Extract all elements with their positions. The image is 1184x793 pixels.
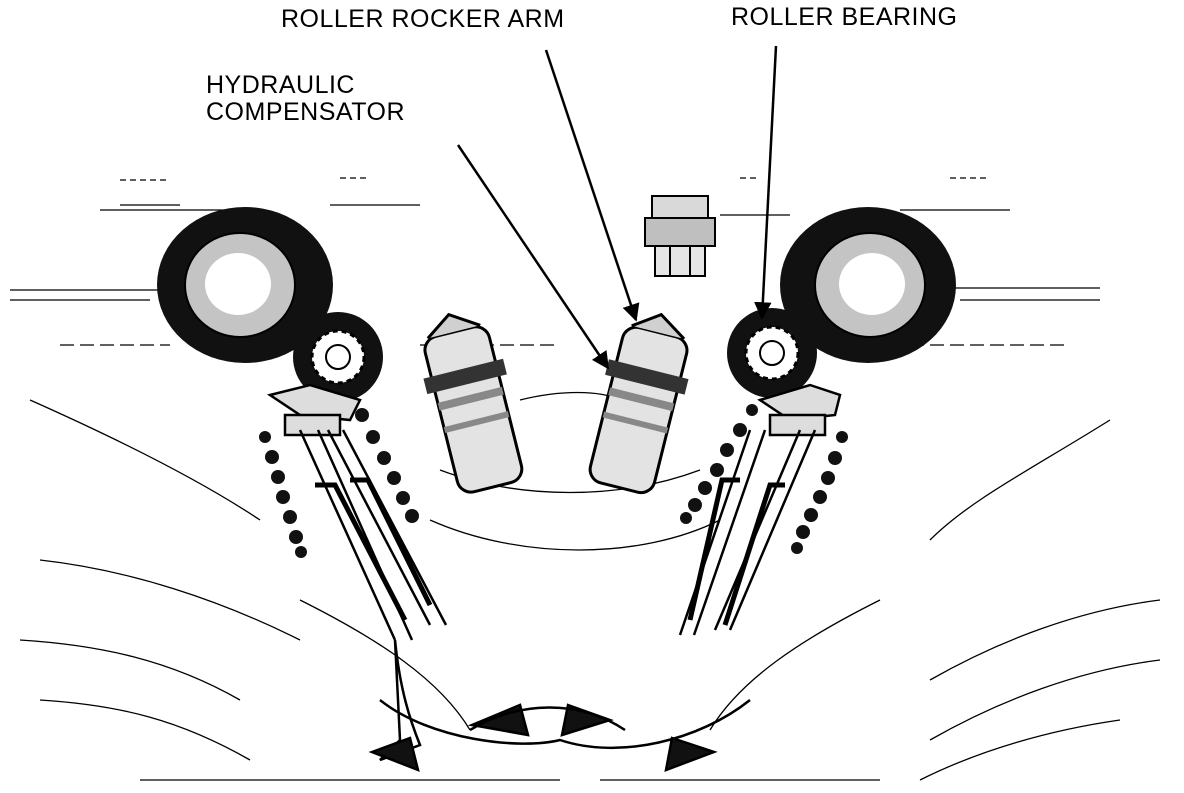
roller-bearing-right — [727, 308, 817, 398]
hydraulic-compensator-label-line2: COMPENSATOR — [206, 98, 406, 126]
cylinder-head-outline — [10, 177, 1161, 781]
compensator-arrow — [456, 144, 610, 370]
center-plug — [644, 195, 716, 277]
valve-springs — [259, 404, 848, 558]
hydraulic-compensator-left — [423, 312, 524, 494]
hydraulic-compensator-label: HYDRAULIC COMPENSATOR — [206, 72, 405, 126]
roller-bearing-label: ROLLER BEARING — [731, 3, 958, 31]
roller-rocker-arm-label: ROLLER ROCKER ARM — [281, 5, 565, 33]
roller-bearing-left — [293, 312, 383, 402]
hydraulic-compensator-label-line1: HYDRAULIC — [206, 71, 355, 99]
leader-lines — [456, 45, 778, 370]
camshaft-lobe-right — [780, 207, 956, 363]
rocker-arm-arrow — [544, 49, 640, 322]
valve-heads — [368, 639, 751, 773]
camshaft-lobe-left — [157, 207, 333, 363]
valve-stems — [298, 429, 817, 641]
hydraulic-compensator-right — [588, 312, 689, 495]
rocker-arm-left — [266, 383, 362, 437]
bearing-arrow — [754, 45, 778, 320]
